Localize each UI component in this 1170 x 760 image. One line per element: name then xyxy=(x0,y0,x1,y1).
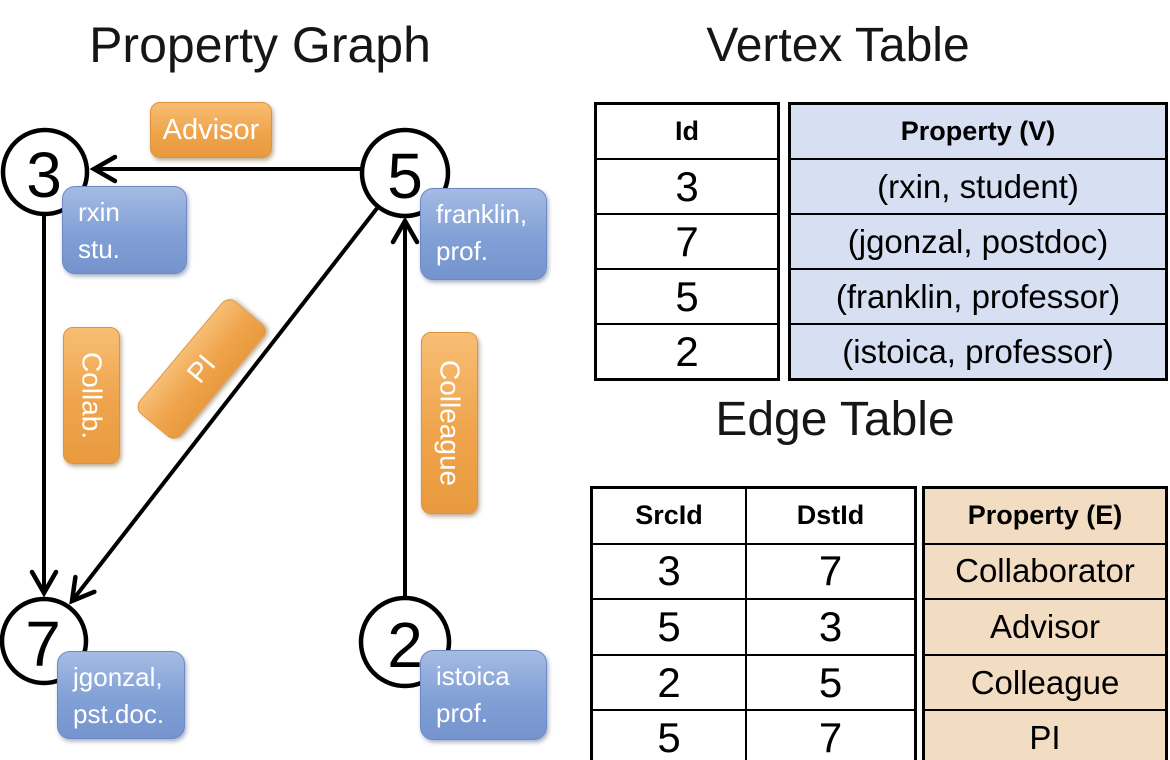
edge-prop-cell: Advisor xyxy=(922,598,1168,656)
node-label-3: 3 xyxy=(26,139,62,211)
edge-table-id-columns: SrcId DstId 3 7 5 3 2 5 5 7 xyxy=(590,486,917,760)
edge-label-advisor: Advisor xyxy=(150,102,272,158)
vertex-property-box-2-line1: istoica xyxy=(436,661,510,691)
table-row: (franklin, professor) xyxy=(788,268,1168,325)
edge-dst-cell: 5 xyxy=(745,653,917,712)
vertex-prop-cell: (rxin, student) xyxy=(788,158,1168,215)
edge-prop-cell: Colleague xyxy=(922,653,1168,712)
table-row: Advisor xyxy=(922,598,1168,656)
edge-label-collab-text: Collab. xyxy=(76,351,108,440)
vertex-property-box-5-line2: prof. xyxy=(436,236,489,266)
edge-5-to-7 xyxy=(69,205,380,605)
table-row: Collaborator xyxy=(922,542,1168,601)
edge-dst-cell: 3 xyxy=(745,598,917,656)
vertex-property-box-7: jgonzal, pst.doc. xyxy=(57,651,185,739)
table-row: (jgonzal, postdoc) xyxy=(788,213,1168,270)
property-graph-title: Property Graph xyxy=(89,17,431,73)
vertex-id-cell: 5 xyxy=(594,268,780,325)
vertex-id-header: Id xyxy=(594,102,780,160)
table-row: (rxin, student) xyxy=(788,158,1168,215)
vertex-id-cell: 2 xyxy=(594,323,780,381)
edge-dst-cell: 7 xyxy=(745,709,917,760)
edge-table-title: Edge Table xyxy=(715,393,955,446)
table-row: 3 7 xyxy=(590,542,917,601)
vertex-table-property-column: Property (V) (rxin, student) (jgonzal, p… xyxy=(788,102,1168,381)
edge-label-colleague-text: Colleague xyxy=(434,359,466,487)
edge-src-cell: 5 xyxy=(590,709,747,760)
edge-label-advisor-text: Advisor xyxy=(162,113,260,146)
table-row: 5 7 xyxy=(590,709,917,760)
edge-label-colleague: Colleague xyxy=(421,332,478,514)
vertex-property-box-7-line2: pst.doc. xyxy=(73,699,165,729)
node-label-5: 5 xyxy=(387,140,423,212)
vertex-property-box-5: franklin, prof. xyxy=(420,188,547,280)
edge-src-header: SrcId xyxy=(590,486,747,545)
edge-prop-header: Property (E) xyxy=(922,486,1168,545)
vertex-property-box-2-line2: prof. xyxy=(436,698,489,728)
edge-prop-cell: PI xyxy=(922,709,1168,760)
edge-src-cell: 5 xyxy=(590,598,747,656)
table-row: 2 xyxy=(594,323,780,381)
vertex-table-id-column: Id 3 7 5 2 xyxy=(594,102,780,381)
vertex-prop-cell: (franklin, professor) xyxy=(788,268,1168,325)
edge-table-property-column: Property (E) Collaborator Advisor Collea… xyxy=(922,486,1168,760)
vertex-property-box-2: istoica prof. xyxy=(420,650,547,740)
node-label-2: 2 xyxy=(387,609,423,681)
vertex-property-box-5-line1: franklin, xyxy=(436,199,528,229)
table-row: 7 xyxy=(594,213,780,270)
edge-prop-cell: Collaborator xyxy=(922,542,1168,601)
table-row: 3 xyxy=(594,158,780,215)
node-label-7: 7 xyxy=(25,608,61,680)
table-row: (istoica, professor) xyxy=(788,323,1168,381)
edge-dst-header: DstId xyxy=(745,486,917,545)
edge-src-cell: 3 xyxy=(590,542,747,601)
vertex-id-cell: 3 xyxy=(594,158,780,215)
table-row: PI xyxy=(922,709,1168,760)
edge-dst-cell: 7 xyxy=(745,542,917,601)
vertex-prop-cell: (jgonzal, postdoc) xyxy=(788,213,1168,270)
vertex-property-box-3: rxin stu. xyxy=(62,186,187,274)
vertex-prop-cell: (istoica, professor) xyxy=(788,323,1168,381)
vertex-property-box-3-line1: rxin xyxy=(78,197,120,227)
vertex-id-cell: 7 xyxy=(594,213,780,270)
vertex-table-title: Vertex Table xyxy=(706,19,970,72)
edge-label-pi-text: PI xyxy=(180,348,222,389)
table-row: 5 3 xyxy=(590,598,917,656)
vertex-prop-header: Property (V) xyxy=(788,102,1168,160)
vertex-property-box-3-line2: stu. xyxy=(78,234,120,264)
table-row: 2 5 xyxy=(590,653,917,712)
vertex-property-box-7-line1: jgonzal, xyxy=(73,662,163,692)
table-row: Colleague xyxy=(922,653,1168,712)
edge-label-collab: Collab. xyxy=(63,327,120,464)
table-row: 5 xyxy=(594,268,780,325)
edge-src-cell: 2 xyxy=(590,653,747,712)
